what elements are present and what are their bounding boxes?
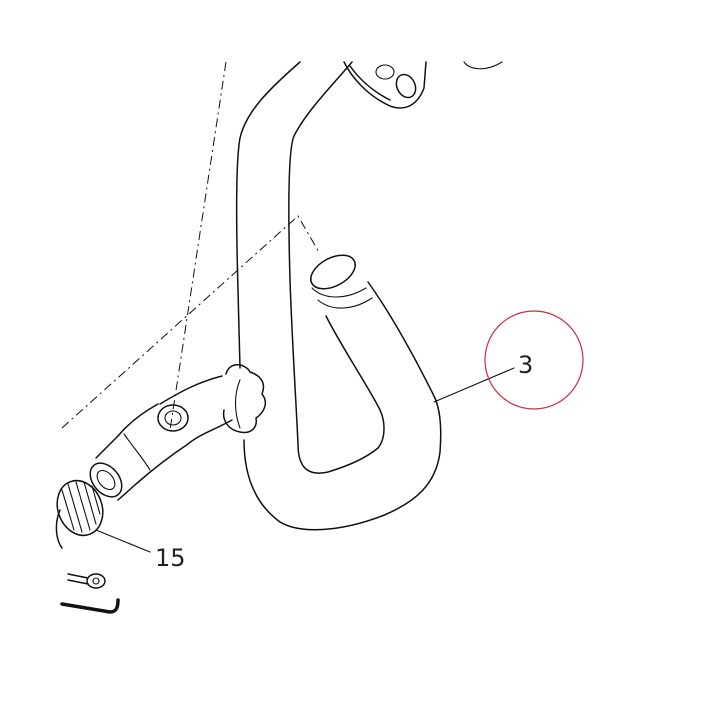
- base-bracket: [60, 598, 120, 614]
- hose-clamp: [222, 364, 267, 434]
- hose-main: [235, 61, 442, 531]
- callout-highlight-circle: [484, 310, 584, 410]
- centerline-diagonal: [61, 215, 321, 429]
- leader-line-3: [433, 367, 515, 403]
- callout-label-3[interactable]: 3: [518, 351, 533, 379]
- knurled-nut: [55, 479, 104, 549]
- pipe-fitting: [89, 375, 233, 501]
- small-screw: [67, 573, 106, 589]
- assembly-centerlines: [61, 61, 321, 431]
- centerline-vertical: [169, 61, 227, 431]
- leader-line-15: [95, 529, 151, 553]
- callout-label-15[interactable]: 15: [155, 544, 186, 572]
- flange: [343, 61, 503, 109]
